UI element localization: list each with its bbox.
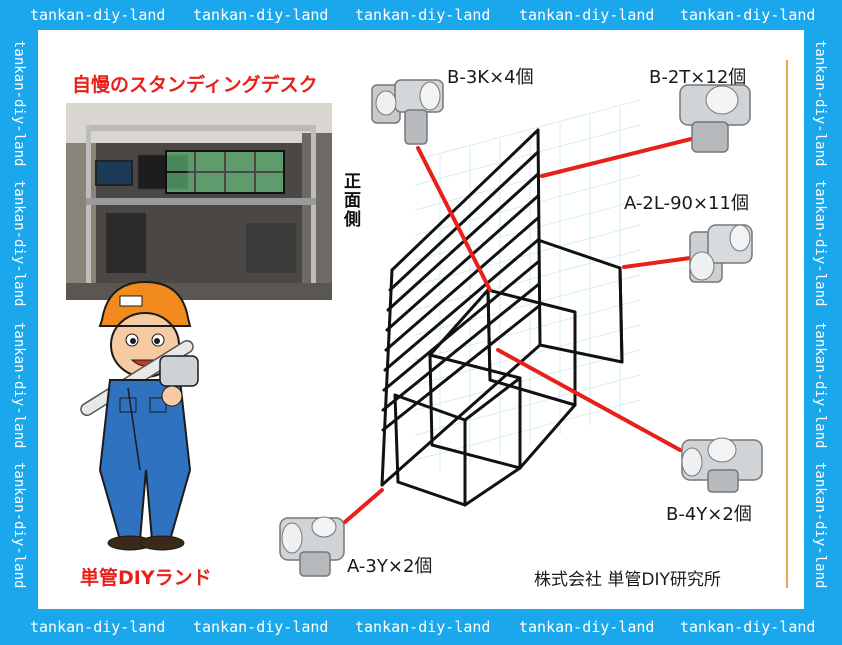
watermark-top-3: tankan-diy-land (355, 6, 491, 24)
watermark-right-3: tankan-diy-land (812, 322, 828, 449)
front-side-label: 正面側 (340, 172, 360, 229)
watermark-right-4: tankan-diy-land (812, 462, 828, 589)
watermark-top-5: tankan-diy-land (680, 6, 816, 24)
callout-a3y (343, 488, 384, 524)
company-name: 株式会社 単管DIY研究所 (534, 570, 721, 590)
watermark-top-4: tankan-diy-land (519, 6, 655, 24)
callout-a2l (622, 256, 692, 269)
watermark-bottom-4: tankan-diy-land (519, 618, 655, 636)
watermark-right-2: tankan-diy-land (812, 180, 828, 307)
part-label-a3y: A-3Y×2個 (347, 556, 433, 577)
mascot-worker-illustration (80, 280, 199, 551)
part-label-b3k: B-3K×4個 (447, 67, 534, 88)
photo-title: 自慢のスタンディングデスク (72, 74, 318, 96)
watermark-bottom-2: tankan-diy-land (193, 618, 329, 636)
watermark-left-4: tankan-diy-land (11, 462, 27, 589)
standing-desk-photo (66, 103, 332, 300)
callout-b4y (496, 348, 682, 452)
fitting-a3y-icon (279, 516, 345, 577)
part-label-b4y: B-4Y×2個 (666, 504, 752, 525)
pipe-frame (380, 128, 624, 507)
fitting-b3k-icon (371, 79, 444, 145)
part-label-b2t: B-2T×12個 (649, 67, 747, 88)
watermark-bottom-1: tankan-diy-land (30, 618, 166, 636)
watermark-top-2: tankan-diy-land (193, 6, 329, 24)
part-label-a2l: A-2L-90×11個 (624, 193, 749, 214)
watermark-bottom-5: tankan-diy-land (680, 618, 816, 636)
watermark-right-1: tankan-diy-land (812, 40, 828, 167)
watermark-left-3: tankan-diy-land (11, 322, 27, 449)
callout-lines (343, 136, 697, 524)
background-grid (414, 99, 641, 470)
watermark-top-1: tankan-diy-land (30, 6, 166, 24)
callout-b3k (416, 146, 492, 292)
callout-b2t (540, 136, 697, 178)
brand-name: 単管DIYランド (80, 567, 212, 589)
fitting-b2t-icon (679, 84, 751, 153)
fitting-a2l-icon (689, 224, 753, 283)
watermark-bottom-3: tankan-diy-land (355, 618, 491, 636)
watermark-left-2: tankan-diy-land (11, 180, 27, 307)
watermark-left-1: tankan-diy-land (11, 40, 27, 167)
fitting-b4y-icon (681, 437, 763, 493)
